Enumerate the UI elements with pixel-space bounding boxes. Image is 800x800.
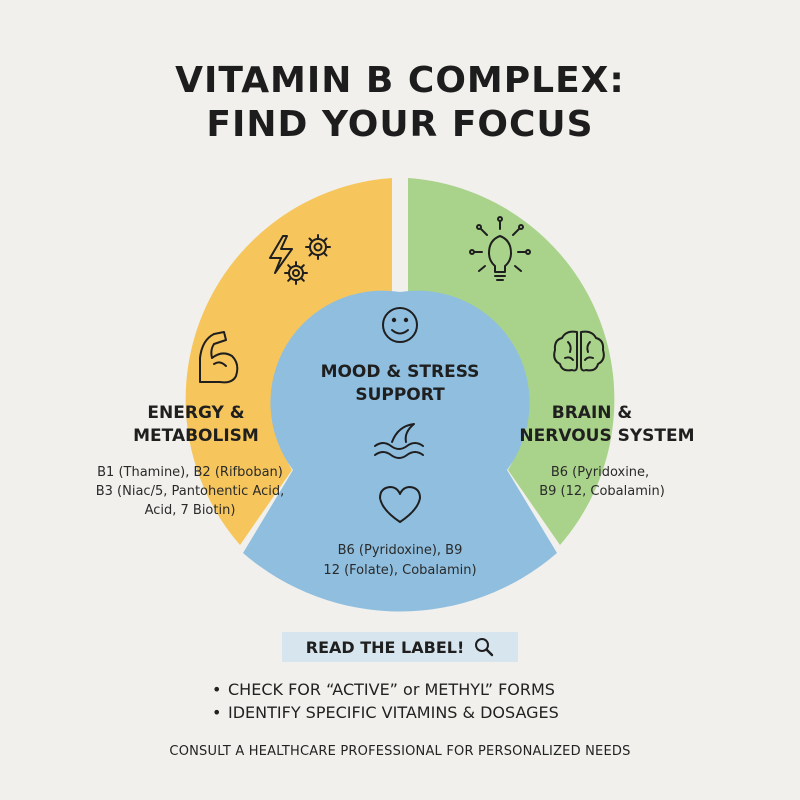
mood-title: MOOD & STRESS — [321, 362, 480, 382]
mood-vitamins-line-2: 12 (Folate), Cobalamin) — [323, 563, 476, 578]
brain-title-line-2: NERVOUS SYSTEM — [519, 426, 694, 446]
energy-title-line-2: METABOLISM — [133, 426, 259, 446]
list-item: • CHECK FOR “ACTIVE” or METHYL” FORMS — [212, 678, 559, 701]
brain-title: BRAIN & — [552, 403, 633, 423]
brain-segment — [408, 178, 615, 545]
footer-note: CONSULT A HEALTHCARE PROFESSIONAL FOR PE… — [169, 744, 631, 759]
heart-icon — [379, 486, 421, 523]
mood-title-line-2: SUPPORT — [355, 385, 445, 405]
wave-icon — [374, 423, 424, 459]
smiley-icon — [382, 307, 418, 343]
energy-segment — [185, 178, 392, 545]
energy-vitamins-line-1: B1 (Thamine), B2 (Rifboban) — [97, 465, 283, 480]
search-icon — [475, 638, 494, 657]
energy-vitamins-line-3: Acid, 7 Biotin) — [145, 503, 236, 518]
tip-text: CHECK FOR “ACTIVE” or METHYL” FORMS — [228, 680, 555, 699]
page-title-line-2: FIND YOUR FOCUS — [206, 104, 594, 145]
lightbulb-icon — [469, 216, 531, 281]
bullet: • — [212, 703, 222, 722]
tip-text: IDENTIFY SPECIFIC VITAMINS & DOSAGES — [228, 703, 559, 722]
bullet: • — [212, 680, 222, 699]
gear-icon — [284, 234, 331, 285]
mood-segment — [243, 290, 557, 612]
brain-vitamins-line-2: B9 (12, Cobalamin) — [539, 484, 665, 499]
flexed-arm-icon — [199, 331, 239, 384]
page-title: VITAMIN B COMPLEX: — [175, 60, 625, 101]
list-item: • IDENTIFY SPECIFIC VITAMINS & DOSAGES — [212, 701, 559, 724]
read-label-text: READ THE LABEL! — [305, 637, 465, 657]
read-the-label-banner: READ THE LABEL! — [282, 632, 518, 662]
brain-vitamins-line-1: B6 (Pyridoxine, — [551, 465, 649, 480]
brain-icon — [553, 330, 605, 372]
energy-vitamins-line-2: B3 (Niac/5, Pantohentic Acid, — [96, 484, 285, 499]
energy-title: ENERGY & — [147, 403, 244, 423]
tips-list: • CHECK FOR “ACTIVE” or METHYL” FORMS • ID… — [212, 678, 559, 724]
lightning-icon — [269, 235, 293, 274]
mood-vitamins-line-1: B6 (Pyridoxine), B9 — [338, 543, 463, 558]
